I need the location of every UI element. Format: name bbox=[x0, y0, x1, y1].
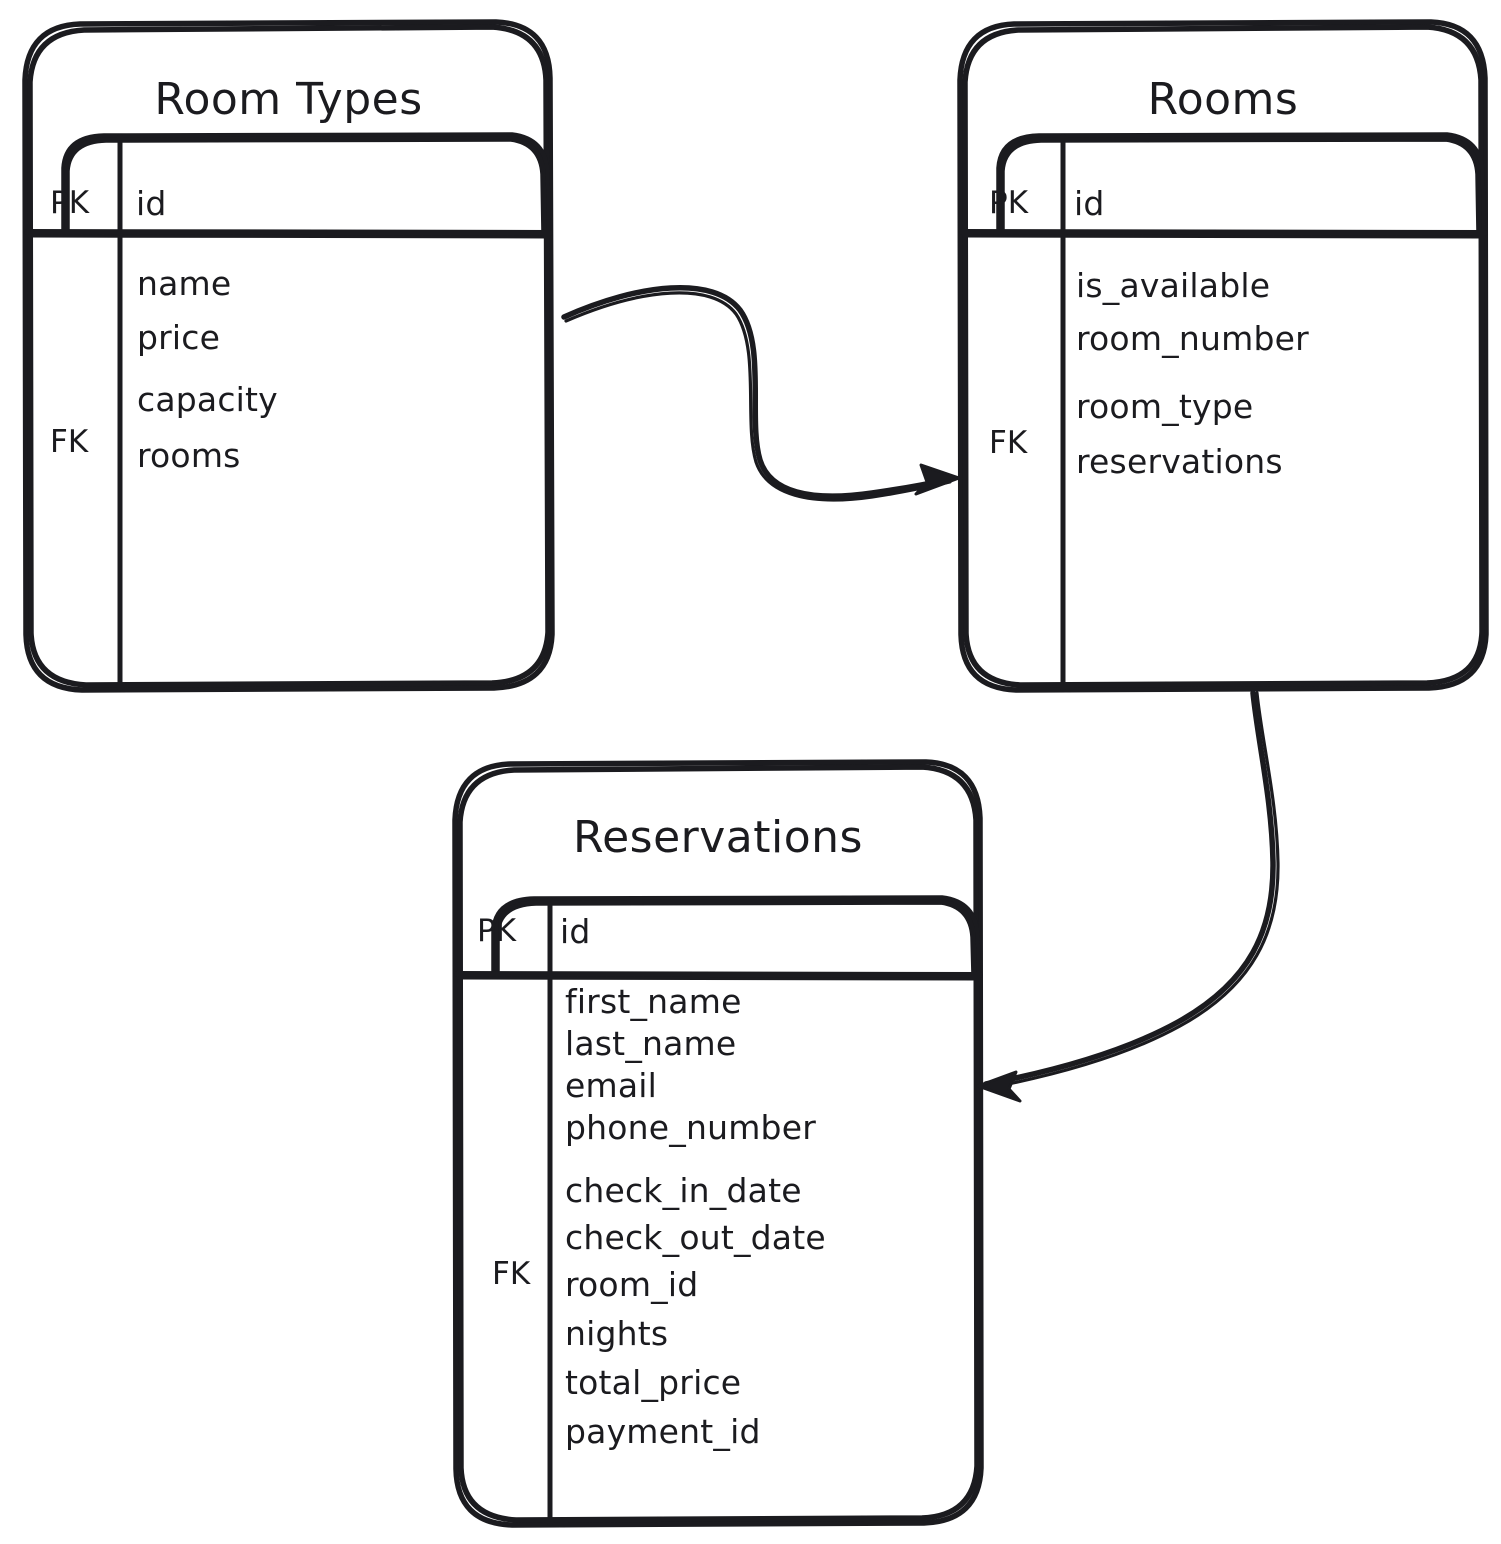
pk-label-rooms: PK bbox=[989, 185, 1029, 221]
pk-field-room-types: id bbox=[136, 184, 167, 223]
fk-label-reservations: FK bbox=[492, 1256, 531, 1292]
field-room-types-3: rooms bbox=[137, 436, 241, 475]
field-room-types-1: price bbox=[137, 318, 221, 357]
pk-field-rooms: id bbox=[1074, 184, 1105, 223]
fk-label-room-types: FK bbox=[50, 424, 89, 460]
entity-title-rooms: Rooms bbox=[1147, 74, 1299, 125]
field-rooms-1: room_number bbox=[1076, 319, 1309, 358]
field-reservations-0: first_name bbox=[565, 982, 742, 1021]
field-reservations-8: total_price bbox=[565, 1363, 742, 1402]
field-reservations-1: last_name bbox=[565, 1024, 737, 1063]
entity-reservations[interactable]: Reservations PK id FK first_name last_na… bbox=[455, 762, 981, 1525]
entity-rooms[interactable]: Rooms PK id FK is_available room_number … bbox=[960, 22, 1486, 690]
field-reservations-3: phone_number bbox=[565, 1108, 816, 1147]
field-reservations-5: check_out_date bbox=[565, 1218, 826, 1257]
field-room-types-2: capacity bbox=[137, 380, 278, 419]
pk-label-room-types: PK bbox=[50, 185, 90, 221]
entity-title-room-types: Room Types bbox=[154, 74, 423, 125]
fk-label-rooms: FK bbox=[989, 425, 1028, 461]
field-rooms-2: room_type bbox=[1076, 387, 1254, 426]
entity-title-reservations: Reservations bbox=[573, 812, 863, 863]
field-reservations-2: email bbox=[565, 1066, 658, 1105]
field-reservations-4: check_in_date bbox=[565, 1171, 802, 1210]
field-reservations-9: payment_id bbox=[565, 1412, 761, 1451]
entity-room-types[interactable]: Room Types PK id FK name price capacity … bbox=[25, 22, 552, 690]
field-room-types-0: name bbox=[137, 264, 232, 303]
field-reservations-7: nights bbox=[565, 1314, 669, 1353]
field-rooms-3: reservations bbox=[1076, 442, 1283, 481]
pk-label-reservations: PK bbox=[477, 913, 517, 949]
pk-field-reservations: id bbox=[560, 912, 591, 951]
field-rooms-0: is_available bbox=[1076, 266, 1271, 305]
field-reservations-6: room_id bbox=[565, 1265, 699, 1304]
